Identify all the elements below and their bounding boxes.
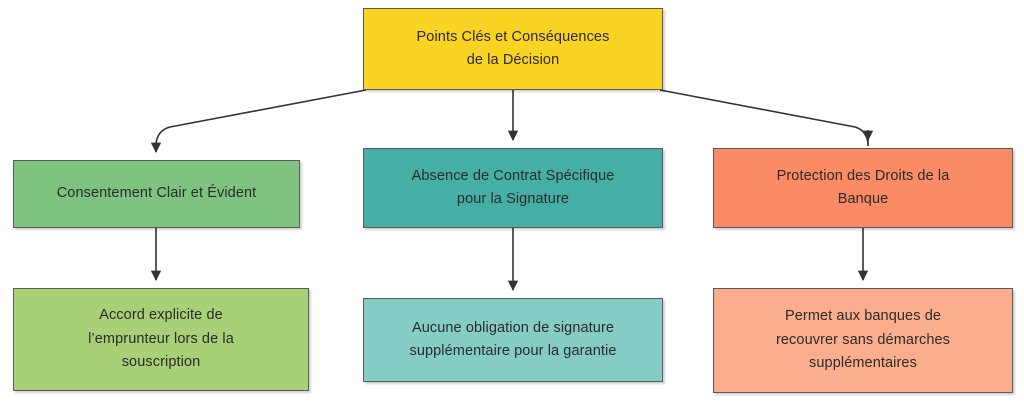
node-detail-recouvrer-label: Permet aux banques de recouvrer sans dém… bbox=[775, 308, 951, 372]
node-permet-aux-banques-de-recouvrer[interactable]: Permet aux banques de recouvrer sans dém… bbox=[713, 288, 1013, 393]
edge-root-to-consent bbox=[150, 89, 367, 154]
node-branch-contract-label: Absence de Contrat Spécifique pour la Si… bbox=[411, 167, 615, 207]
node-accord-explicite-emprunteur[interactable]: Accord explicite de l’emprunteur lors de… bbox=[13, 288, 309, 391]
node-root-label: Points Clés et Conséquences de la Décisi… bbox=[416, 28, 610, 68]
edge-root-to-protection bbox=[659, 89, 869, 147]
node-detail-obligation-label: Aucune obligation de signature supplémen… bbox=[409, 319, 617, 359]
node-aucune-obligation-de-signature[interactable]: Aucune obligation de signature supplémen… bbox=[363, 298, 663, 382]
node-consentement-clair-et-evident[interactable]: Consentement Clair et Évident bbox=[13, 160, 300, 228]
node-points-cles-et-consequences[interactable]: Points Clés et Conséquences de la Décisi… bbox=[363, 8, 663, 90]
node-protection-des-droits-de-la-banque[interactable]: Protection des Droits de la Banque bbox=[713, 148, 1013, 228]
node-absence-de-contrat-specifique[interactable]: Absence de Contrat Spécifique pour la Si… bbox=[363, 148, 663, 228]
node-branch-consent-label: Consentement Clair et Évident bbox=[56, 185, 257, 202]
node-detail-accord-label: Accord explicite de l’emprunteur lors de… bbox=[88, 307, 234, 371]
node-branch-protection-label: Protection des Droits de la Banque bbox=[776, 167, 950, 207]
